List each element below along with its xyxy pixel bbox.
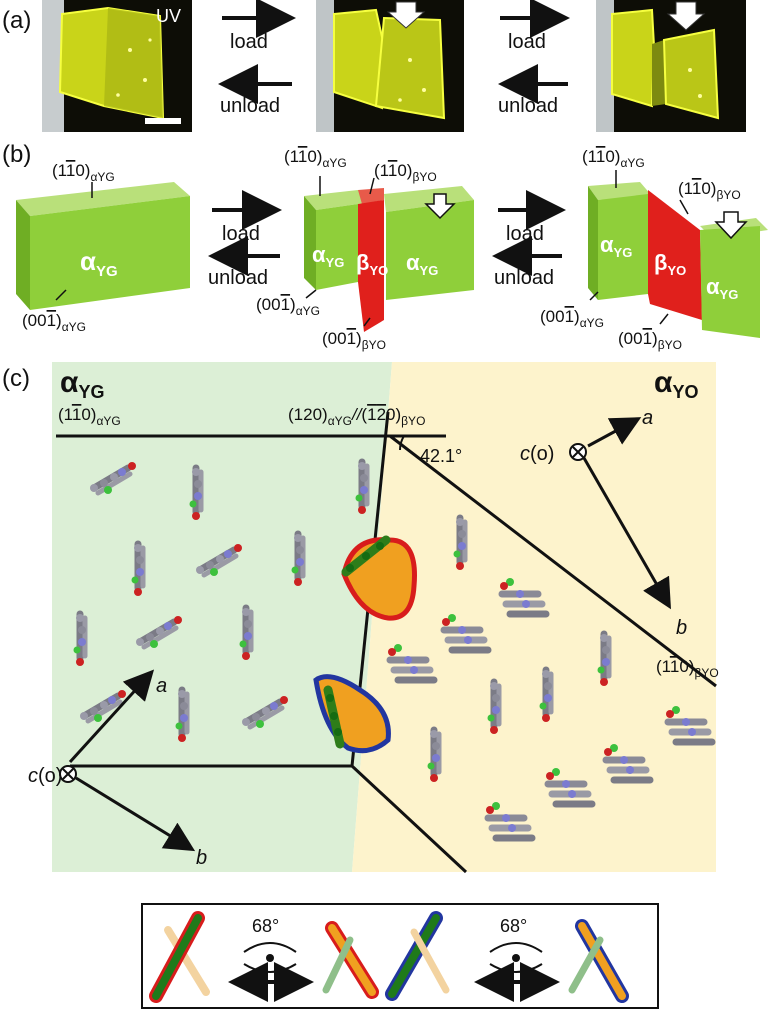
axis-c-left: c(o)	[28, 765, 62, 787]
axis-c-right: c(o)	[520, 443, 554, 465]
panel-label-c: (c)	[2, 365, 30, 392]
alpha-yg-label-1: αYG	[80, 246, 118, 280]
plane-label-c: (120)αYG//(120)βYO	[288, 405, 425, 428]
angle-label: 42.1°	[420, 446, 462, 466]
crystal-alpha-beta-alpha: αYG βYO αYG (110)αYG (110)βYO (001)αYG (…	[256, 147, 474, 352]
photo-1: UV	[42, 0, 192, 132]
alpha-yg-label-3a: αYG	[600, 232, 632, 260]
photo-3	[596, 0, 746, 132]
inset-angle-left: 68°	[252, 916, 279, 936]
inset-mol-4	[568, 919, 629, 1003]
load-label-a1: load	[230, 31, 268, 53]
interface-red	[341, 535, 417, 621]
inset-angle-right: 68°	[500, 916, 527, 936]
face-1m10-beta-b3: (110)βYO	[678, 179, 741, 202]
rotation-icon-right	[474, 942, 560, 1002]
panel-label-b: (b)	[2, 141, 31, 168]
unload-label-a2: unload	[498, 95, 558, 117]
inset-mol-1	[149, 911, 210, 1003]
photo-2	[316, 0, 464, 132]
unload-label-b2: unload	[494, 267, 554, 289]
face-00m1-beta-b2: (001)βYO	[322, 329, 386, 352]
rotation-icon-left	[228, 942, 314, 1002]
crystal-alpha-beta-alpha-large: αYG βYO αYG (110)αYG (110)βYO (001)αYG (…	[540, 147, 768, 352]
face-00m1-b2: (001)αYG	[256, 295, 320, 318]
arrows-a2: load unload	[498, 0, 570, 117]
axes-alpha-yo: a b c(o)	[520, 407, 687, 639]
axis-a-right: a	[642, 407, 653, 429]
boundary-lines	[56, 411, 717, 874]
face-1m10-b1: (110)αYG	[52, 161, 115, 184]
arrows-a1: load unload	[218, 0, 296, 117]
unload-label-b1: unload	[208, 267, 268, 289]
axis-b-right: b	[676, 617, 687, 639]
face-00m1-b1: (001)αYG	[22, 311, 86, 334]
load-label-a2: load	[508, 31, 546, 53]
alpha-yg-label-2b: αYG	[406, 250, 438, 278]
alpha-yg-title: αYG	[60, 366, 104, 402]
beta-yo-label-3: βYO	[654, 250, 686, 278]
alpha-yo-title: αYO	[654, 366, 698, 402]
interface-molecules	[313, 535, 417, 754]
angle-arc	[398, 435, 405, 451]
panel-label-a: (a)	[2, 7, 31, 34]
face-1m10-b2: (110)αYG	[284, 147, 347, 170]
inset-mol-3	[385, 911, 450, 1001]
inset-box: 68° 68°	[141, 903, 659, 1009]
load-label-b1: load	[222, 223, 260, 245]
arrows-b2: load unload	[492, 190, 566, 289]
face-00m1-b3: (001)αYG	[540, 307, 604, 330]
alpha-yg-label-2a: αYG	[312, 242, 344, 270]
axis-b-left: b	[196, 847, 207, 869]
axes-alpha-yg: a b c(o)	[28, 669, 207, 869]
face-00m1-beta-b3: (001)βYO	[618, 329, 682, 352]
load-label-b2: load	[506, 223, 544, 245]
face-1m10-b3: (110)αYG	[582, 147, 645, 170]
unload-label-a1: unload	[220, 95, 280, 117]
uv-label: UV	[156, 6, 181, 26]
crystal-alpha-yg: αYG (110)αYG (001)αYG	[16, 161, 190, 334]
axis-a-left: a	[156, 675, 167, 697]
arrows-b1: load unload	[208, 190, 282, 289]
face-1m10-beta-b2: (110)βYO	[374, 161, 437, 184]
interface-blue	[313, 674, 391, 754]
alpha-yg-label-3b: αYG	[706, 274, 738, 302]
beta-yo-label-2: βYO	[356, 250, 388, 278]
inset-mol-2	[322, 921, 379, 999]
